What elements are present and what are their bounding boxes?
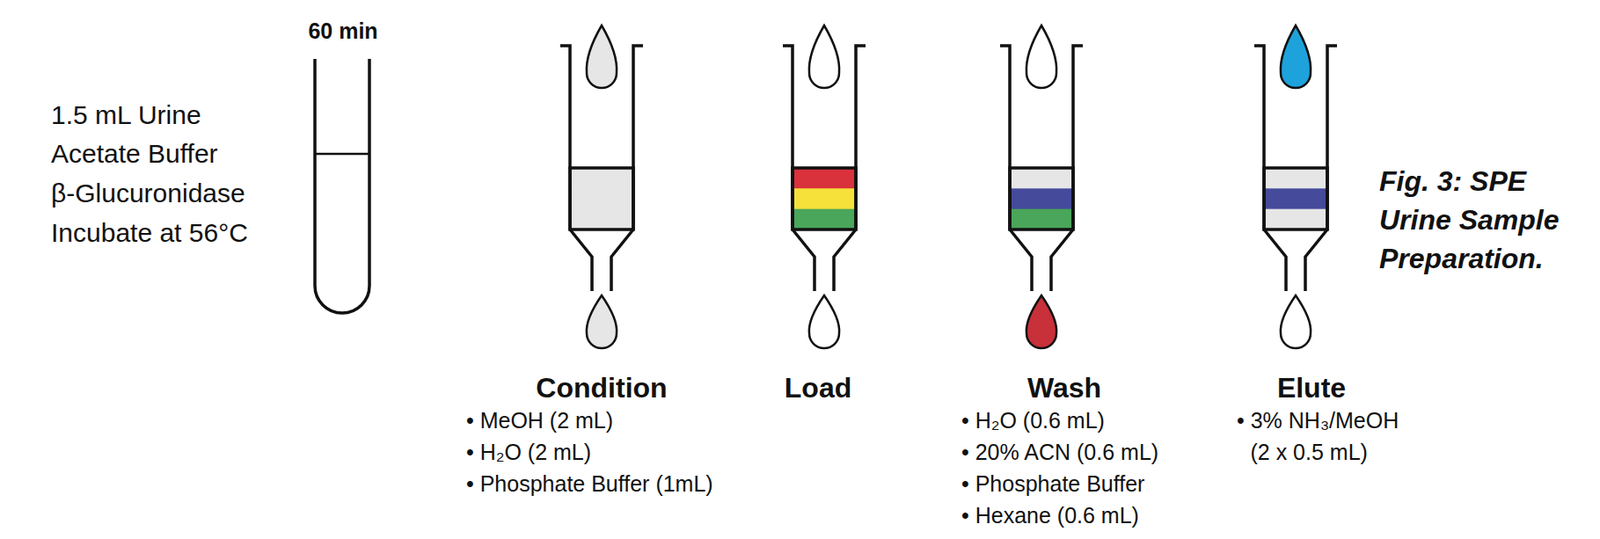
sorbent-band — [792, 209, 856, 231]
time-label: 60 min — [307, 17, 378, 44]
step-detail: • Phosphate Buffer — [961, 467, 1159, 500]
sorbent-bed — [1009, 168, 1074, 230]
step-detail: • Hexane (0.6 mL) — [961, 499, 1159, 532]
solvent-drop — [1280, 25, 1311, 88]
sorbent-bed — [792, 168, 856, 230]
figure-caption: Fig. 3: SPE Urine Sample Preparation. — [1379, 161, 1591, 278]
step-detail: • H₂O (2 mL) — [466, 436, 714, 468]
spe-cartridge — [1254, 25, 1337, 349]
sorbent-bed — [1263, 168, 1328, 230]
label-slot: Incubate at 56°C — [51, 213, 249, 253]
sample-step: 1.5 mL Urine — [51, 95, 202, 135]
sample-step: Acetate Buffer — [51, 134, 219, 174]
step-heading: Condition — [535, 371, 667, 405]
sorbent-band — [1263, 209, 1328, 231]
step-heading: Load — [784, 371, 852, 405]
step-node: Condition• MeOH (2 mL)• H₂O (2 mL)• Phos… — [466, 371, 714, 500]
tube-outline — [314, 58, 370, 314]
label-slot: Acetate Buffer — [51, 134, 219, 174]
test-tube — [314, 58, 370, 314]
sorbent-band — [792, 188, 856, 210]
step-detail: • 20% ACN (0.6 mL) — [961, 436, 1159, 468]
eluate-drop — [1026, 295, 1057, 349]
sorbent-band — [1263, 188, 1328, 210]
sorbent-band — [792, 168, 856, 190]
sorbent-band — [569, 188, 634, 210]
spe-cartridge — [782, 25, 866, 349]
solvent-drop — [1026, 25, 1057, 88]
step-detail: • H₂O (0.6 mL) — [961, 404, 1159, 437]
sorbent-band — [569, 209, 634, 231]
step-detail: • MeOH (2 mL) — [466, 404, 714, 437]
step-detail: • Phosphate Buffer (1mL) — [466, 467, 714, 500]
sorbent-band — [1009, 168, 1074, 190]
sorbent-band — [569, 168, 634, 190]
eluate-drop — [809, 295, 840, 349]
step-node: Load — [756, 371, 852, 405]
step-node: Elute• 3% NH₃/MeOH (2 x 0.5 mL) — [1236, 371, 1403, 468]
liquid-level — [314, 153, 370, 156]
label-slot: 60 min — [307, 17, 378, 44]
step-heading: Elute — [1277, 371, 1346, 405]
sorbent-bed — [569, 168, 634, 230]
step-detail: • 3% NH₃/MeOH (2 x 0.5 mL) — [1236, 404, 1403, 468]
solvent-drop — [809, 25, 840, 88]
sorbent-band — [1009, 188, 1074, 210]
eluate-drop — [586, 295, 617, 349]
label-slot: 1.5 mL Urine — [51, 95, 202, 135]
label-slot: β-Glucuronidase — [51, 174, 246, 213]
sorbent-band — [1263, 168, 1328, 190]
spe-cartridge — [560, 25, 643, 349]
sample-step: Incubate at 56°C — [51, 213, 249, 253]
sorbent-band — [1009, 209, 1074, 231]
spe-cartridge — [1000, 25, 1083, 349]
sample-step: β-Glucuronidase — [51, 174, 246, 213]
step-heading: Wash — [1027, 371, 1102, 405]
solvent-drop — [586, 25, 617, 88]
step-node: Wash• H₂O (0.6 mL)• 20% ACN (0.6 mL)• Ph… — [961, 371, 1159, 532]
eluate-drop — [1280, 295, 1311, 349]
